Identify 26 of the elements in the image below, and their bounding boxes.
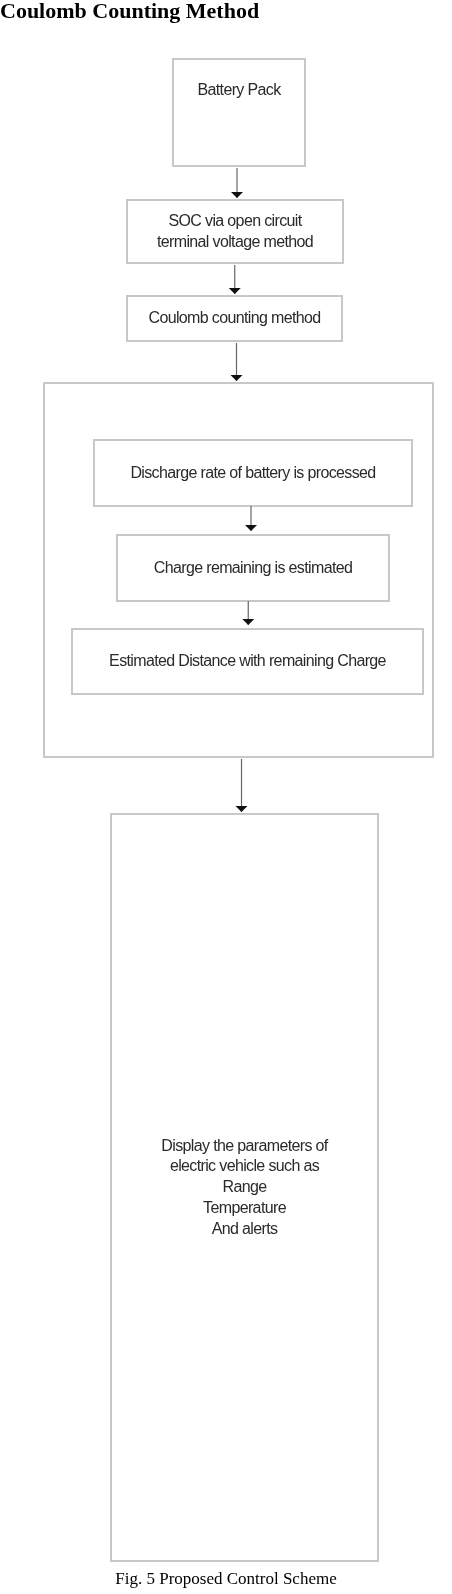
box-text: Display the parameters of electric vehicle such as — [160, 1135, 330, 1177]
arrow — [235, 758, 248, 813]
arrow — [242, 600, 255, 626]
process-box — [172, 58, 306, 167]
box-text: Discharge rate of battery is processed — [130, 462, 376, 483]
box-text: Temperature — [203, 1197, 286, 1218]
box-text: SOC via open circuit terminal voltage method — [156, 210, 314, 252]
process-box — [71, 628, 424, 695]
box-text: Range — [222, 1177, 267, 1198]
arrow — [245, 505, 257, 532]
box-text: Battery Pack — [197, 80, 281, 100]
process-box — [116, 534, 390, 602]
process-box — [126, 199, 344, 264]
box-text: Estimated Distance with remaining Charge — [109, 651, 386, 672]
box-text: Coulomb counting method — [148, 308, 321, 329]
arrow — [228, 264, 241, 295]
arrow — [230, 342, 243, 382]
box-text: Charge remaining is estimated — [153, 557, 353, 578]
process-box — [126, 295, 343, 342]
caption: Fig. 5 Proposed Control Scheme — [114, 1570, 338, 1587]
arrow — [231, 167, 243, 199]
process-box — [110, 813, 379, 1562]
process-box — [93, 439, 413, 507]
title: Coulomb Counting Method — [0, 0, 260, 22]
box-text: And alerts — [211, 1218, 278, 1239]
group-box — [43, 382, 434, 758]
